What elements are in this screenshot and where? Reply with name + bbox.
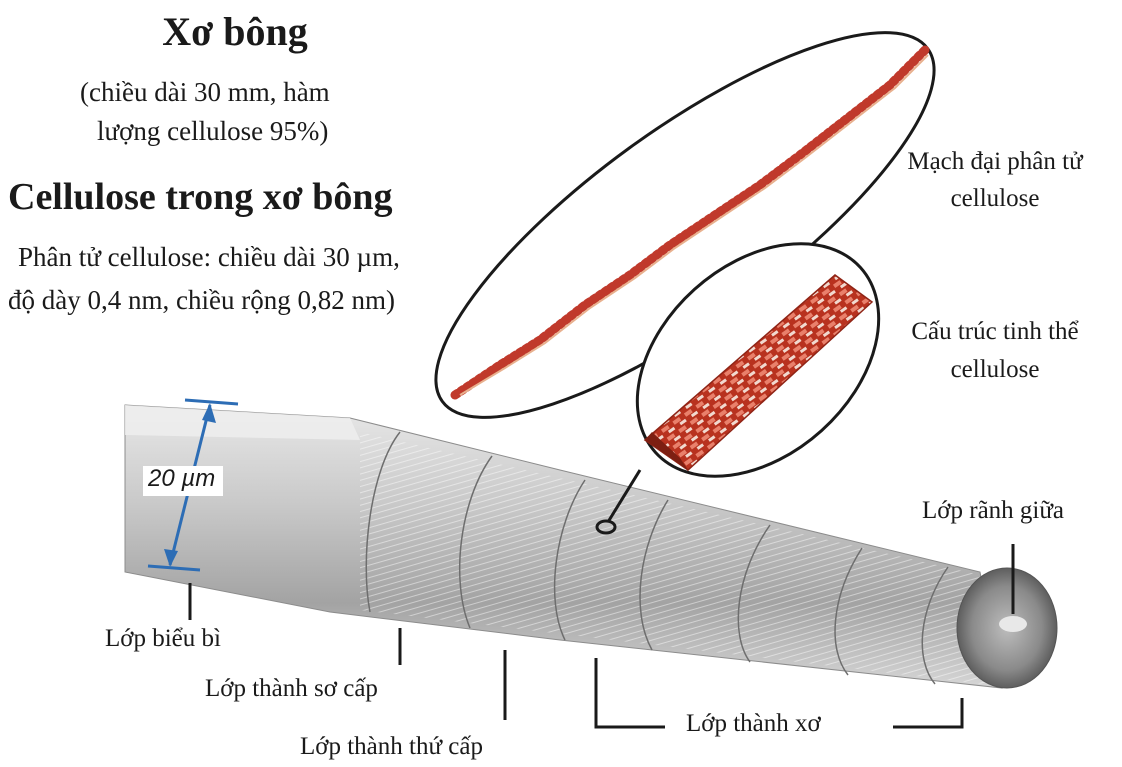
molecule-desc-line1: Phân tử cellulose: chiều dài 30 µm, [18,237,400,277]
lumen-opening [999,616,1027,632]
fiber-note-line2: lượng cellulose 95%) [97,112,328,150]
fiber-wall-right-bracket [893,698,962,727]
chain-label-line2: cellulose [880,185,1110,213]
crystal-label-line1: Cấu trúc tinh thể [880,318,1110,346]
fiber-wall-label: Lớp thành xơ [686,710,821,738]
molecule-desc-line2: độ dày 0,4 nm, chiều rộng 0,82 nm) [8,280,395,320]
section-title: Cellulose trong xơ bông [8,175,393,219]
lumen-label: Lớp rãnh giữa [922,497,1064,525]
cotton-fiber [125,405,1057,688]
scale-label: 20 µm [148,465,215,493]
primary-wall-label: Lớp thành sơ cấp [205,675,378,703]
fiber-note-line1: (chiều dài 30 mm, hàm [80,73,330,111]
page-title: Xơ bông [0,8,470,55]
crystal-label-line2: cellulose [880,356,1110,384]
fiber-wall-left-bracket [596,658,665,727]
epidermis-label: Lớp biểu bì [105,625,221,653]
chain-label-line1: Mạch đại phân tử [880,148,1110,176]
secondary-wall-label: Lớp thành thứ cấp [300,733,483,761]
fiber-cuticle-fold [125,405,360,440]
